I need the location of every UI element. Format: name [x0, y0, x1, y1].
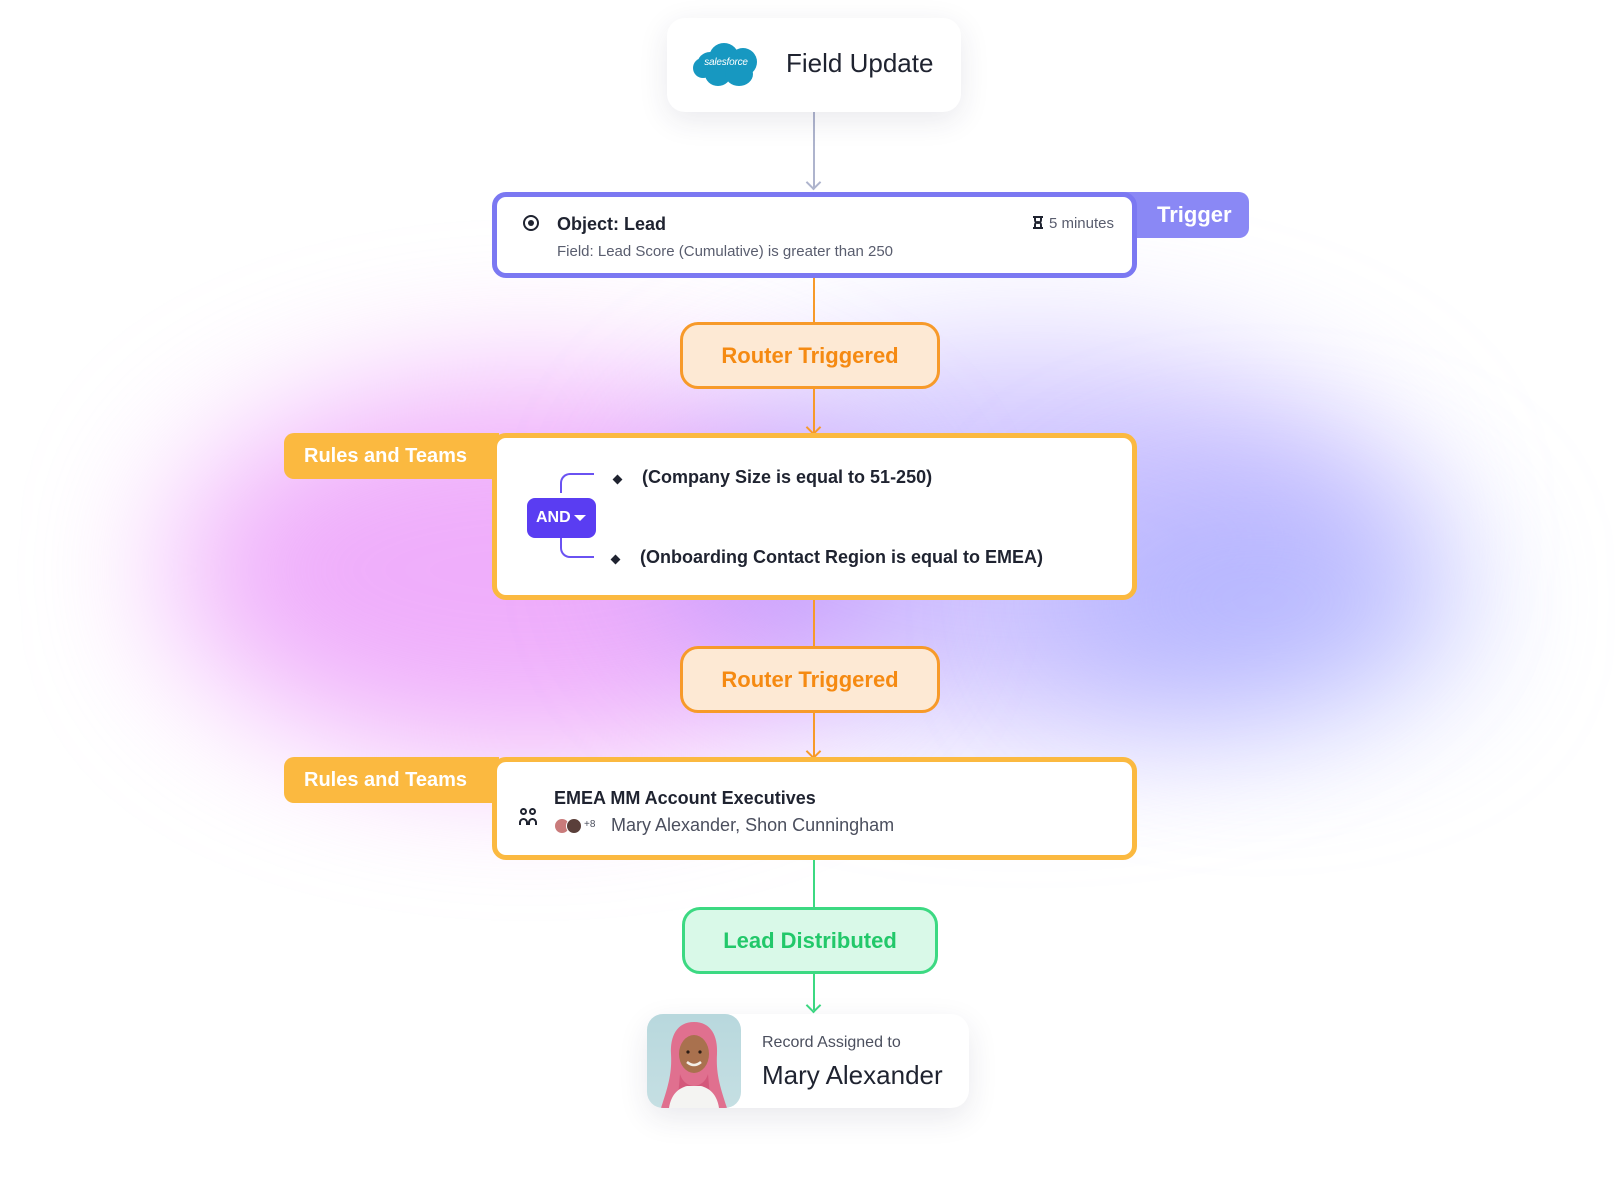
condition-1: (Company Size is equal to 51-250) [642, 467, 933, 487]
field-update-title: Field Update [786, 48, 934, 78]
team-members: Mary Alexander, Shon Cunningham [611, 815, 895, 835]
field-update-card[interactable]: salesforce Field Update [667, 18, 961, 112]
trigger-condition: Field: Lead Score (Cumulative) is greate… [557, 243, 894, 260]
bullet-diamond-icon [610, 554, 621, 565]
trigger-wait-label: 5 minutes [1048, 215, 1114, 232]
connector-rules2-distributed [813, 860, 815, 909]
avatar-more-count: +8 [584, 819, 596, 830]
salesforce-logo-text: salesforce [704, 57, 748, 68]
trigger-tag: Trigger [1115, 192, 1249, 238]
trigger-object: Object: Lead [557, 214, 667, 234]
avatar [566, 818, 582, 834]
connector-rules1-router2 [813, 600, 815, 648]
caret-down-icon [574, 515, 586, 521]
lead-distributed-pill[interactable]: Lead Distributed [682, 907, 938, 974]
router-triggered-pill-2[interactable]: Router Triggered [680, 646, 940, 713]
condition-2: (Onboarding Contact Region is equal to E… [640, 547, 1043, 567]
record-assigned-card[interactable]: Record Assigned to Mary Alexander [647, 1014, 969, 1108]
arrow-distributed-assigned [805, 997, 822, 1014]
router-triggered-label-1: Router Triggered [721, 343, 899, 368]
rules-and-teams-tag-1: Rules and Teams [284, 433, 499, 479]
connector-distributed-assigned [813, 974, 815, 1010]
and-operator-dropdown[interactable]: AND [527, 498, 596, 538]
connector-trigger-router1 [813, 278, 815, 324]
connector-router2-rules2 [813, 713, 815, 758]
team-icon [519, 808, 537, 826]
connector-source-trigger [813, 112, 815, 188]
team-name: EMEA MM Account Executives [554, 788, 816, 808]
trigger-card[interactable]: Object: Lead Field: Lead Score (Cumulati… [492, 192, 1137, 278]
lead-distributed-label: Lead Distributed [723, 928, 897, 953]
and-operator-label: AND [536, 509, 571, 526]
avatar [647, 1014, 741, 1108]
router-triggered-label-2: Router Triggered [721, 667, 899, 692]
router-triggered-pill-1[interactable]: Router Triggered [680, 322, 940, 389]
connector-router1-rules1 [813, 389, 815, 433]
rules-card-1[interactable]: AND (Company Size is equal to 51-250) (O… [492, 433, 1137, 600]
record-assigned-label: Record Assigned to [762, 1034, 901, 1051]
rules-and-teams-tag-2: Rules and Teams [284, 757, 499, 803]
arrow-source-trigger [805, 174, 822, 191]
target-icon [523, 215, 539, 231]
bullet-diamond-icon [612, 474, 623, 485]
assignee-name: Mary Alexander [762, 1060, 943, 1090]
salesforce-logo-icon: salesforce [691, 40, 761, 90]
and-bracket-bottom [560, 538, 594, 558]
member-avatars: +8 [554, 817, 602, 835]
trigger-wait: 5 minutes [1032, 215, 1114, 232]
rules-card-2[interactable]: EMEA MM Account Executives +8 Mary Alexa… [492, 757, 1137, 860]
hourglass-icon [1032, 216, 1043, 229]
and-bracket-top [560, 473, 594, 493]
